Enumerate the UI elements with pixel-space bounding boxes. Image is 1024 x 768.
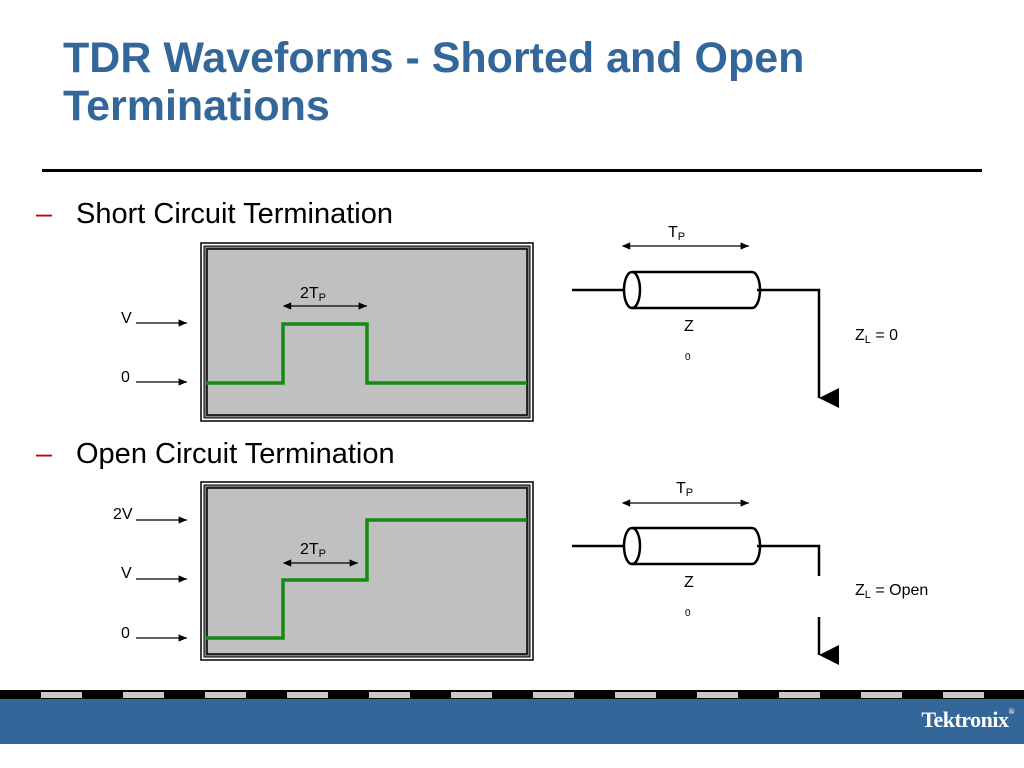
impedance-subscript: 0 — [685, 608, 691, 619]
footer-stripe — [615, 692, 656, 698]
short-interval-label: 2TP — [300, 285, 326, 304]
footer-stripe — [287, 692, 328, 698]
footer-stripe — [451, 692, 492, 698]
bullet-dash: – — [36, 438, 53, 470]
open-stub-top — [757, 544, 821, 576]
logo-wordmark: Tektronix — [921, 707, 1009, 732]
footer-stripe — [123, 692, 164, 698]
footer-stripe — [697, 692, 738, 698]
registered-mark: ® — [1008, 707, 1015, 716]
tdr-diagram: 2TP V 0 TP Z 0 ZL = 0 2TP 2V V 0 TP Z — [113, 224, 928, 665]
coax-body — [632, 270, 762, 310]
impedance-subscript: 0 — [685, 352, 691, 363]
delay-label: TP — [676, 480, 693, 499]
tektronix-logo: Tektronix® — [921, 707, 1014, 733]
level-label-v: V — [121, 565, 132, 582]
level-label-2v: 2V — [113, 506, 133, 523]
impedance-label: Z — [684, 318, 694, 335]
short-waveform-trace — [206, 322, 527, 385]
short-transmission-line: TP Z 0 ZL = 0 — [572, 224, 898, 408]
coax-end-cap — [622, 270, 642, 310]
level-label-v: V — [121, 310, 132, 327]
open-scope-display — [200, 481, 534, 661]
coax-body — [632, 526, 762, 566]
load-impedance-label: ZL = Open — [855, 582, 928, 601]
footer-stripe — [861, 692, 902, 698]
short-scope-display — [200, 242, 534, 422]
open-interval-label: 2TP — [300, 541, 326, 560]
coax-end-cap — [622, 526, 642, 566]
bullet-label: Short Circuit Termination — [76, 198, 393, 230]
footer-stripe — [779, 692, 820, 698]
footer-stripe — [533, 692, 574, 698]
footer-stripe — [943, 692, 984, 698]
impedance-label: Z — [684, 574, 694, 591]
slide-title: TDR Waveforms - Shorted and Open Termina… — [63, 34, 805, 130]
level-label-zero: 0 — [121, 625, 130, 642]
footer-stripe — [205, 692, 246, 698]
footer-stripe — [369, 692, 410, 698]
bullet-label: Open Circuit Termination — [76, 438, 395, 470]
bullet-open-circuit: –Open Circuit Termination — [36, 437, 395, 471]
shorted-return-lead — [757, 288, 839, 408]
open-waveform-trace — [206, 518, 527, 640]
title-divider — [42, 169, 982, 172]
delay-label: TP — [668, 224, 685, 243]
open-transmission-line: TP Z 0 ZL = Open — [572, 480, 928, 665]
footer-stripe-bar — [0, 690, 1024, 699]
footer-stripe — [41, 692, 82, 698]
load-impedance-label: ZL = 0 — [855, 327, 898, 346]
footer-band: Tektronix® — [0, 699, 1024, 744]
bullet-short-circuit: –Short Circuit Termination — [36, 197, 393, 231]
bullet-dash: – — [36, 198, 53, 230]
level-label-zero: 0 — [121, 369, 130, 386]
